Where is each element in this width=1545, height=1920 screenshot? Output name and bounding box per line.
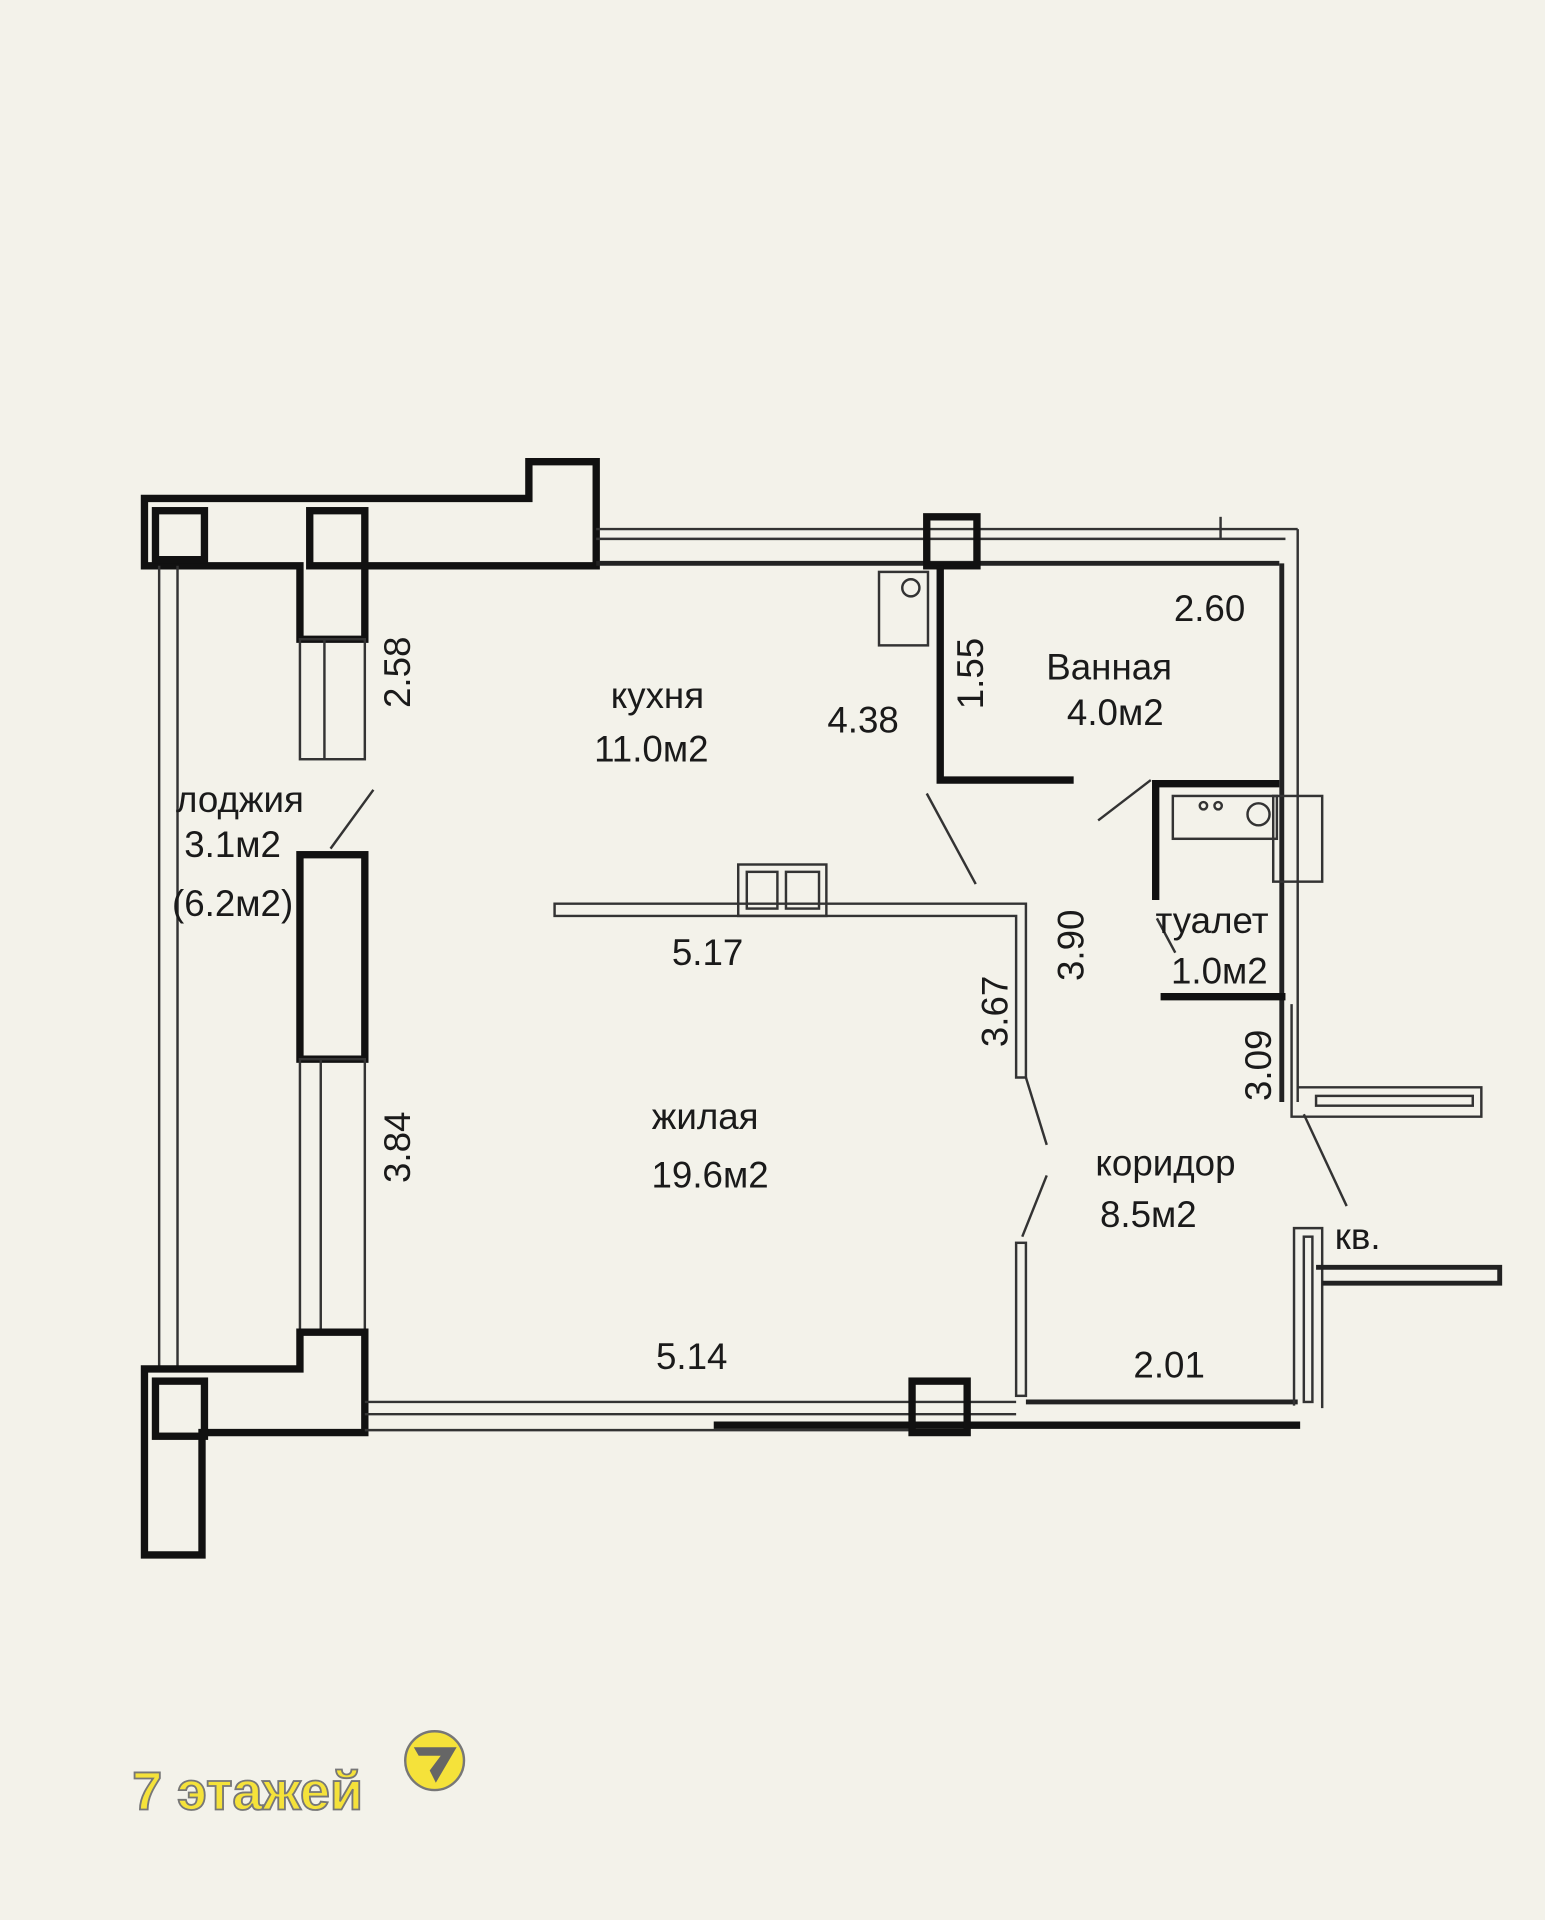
kitchen-area: 11.0м2 [594,729,708,770]
dim-3-90: 3.90 [1050,910,1091,981]
watermark-logo-icon [404,1730,466,1792]
loggia-area-full: (6.2м2) [172,883,293,924]
walls [140,458,1503,1559]
dimension-labels: 2.58 4.38 1.55 2.60 5.17 3.90 3.67 3.09 … [377,588,1279,1386]
kitchen-name: кухня [611,675,704,716]
dim-1-55: 1.55 [950,638,991,709]
bathroom-name: Ванная [1046,647,1172,688]
dim-4-38: 4.38 [827,699,898,740]
dim-3-09: 3.09 [1238,1030,1279,1101]
room-labels: кухня 11.0м2 Ванная 4.0м2 лоджия 3.1м2 (… [172,647,1381,1257]
corridor-name: коридор [1095,1142,1235,1183]
toilet-name: туалет [1155,900,1268,941]
bathroom-area: 4.0м2 [1067,692,1164,733]
dim-3-84: 3.84 [377,1112,418,1183]
toilet-area: 1.0м2 [1171,950,1268,991]
living-area: 19.6м2 [651,1155,768,1196]
dim-5-14: 5.14 [656,1336,727,1377]
dim-2-60: 2.60 [1174,588,1245,629]
dim-3-67: 3.67 [975,976,1016,1047]
loggia-area: 3.1м2 [184,824,281,865]
dim-2-58: 2.58 [377,637,418,708]
watermark-text: 7 этажей [132,1762,363,1822]
corridor-area: 8.5м2 [1100,1194,1197,1235]
entrance-label: кв. [1335,1216,1381,1257]
watermark: 7 этажей [131,1730,466,1823]
loggia-name: лоджия [176,779,304,820]
dim-2-01: 2.01 [1133,1344,1204,1385]
dim-5-17: 5.17 [672,932,743,973]
living-name: жилая [652,1096,759,1137]
